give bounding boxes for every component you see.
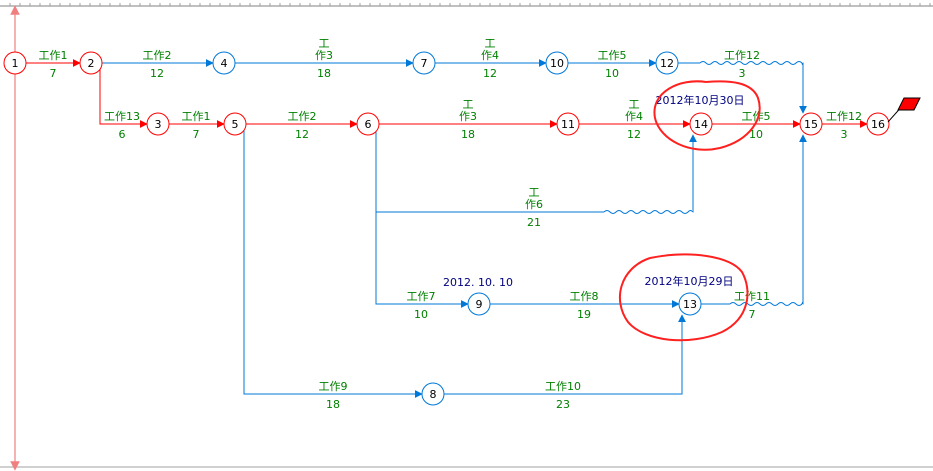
node-16[interactable]: 16 — [866, 112, 890, 136]
edge-name-label: 工作3 — [315, 37, 333, 62]
date-annotation: 2012年10月29日 — [645, 274, 734, 288]
node-13[interactable]: 13 — [678, 292, 702, 316]
node-number: 15 — [804, 118, 818, 131]
edge-duration-label: 6 — [119, 128, 126, 141]
edge-name-label: 工作12 — [826, 110, 862, 123]
edge-duration-label: 18 — [326, 398, 340, 411]
node-number: 10 — [550, 57, 564, 70]
edge-e6-14 — [375, 124, 697, 214]
edge-duration-label: 10 — [414, 308, 428, 321]
node-7[interactable]: 7 — [412, 51, 436, 75]
annotation-date-14: 2012年10月30日 — [653, 80, 761, 151]
node-number: 11 — [561, 118, 575, 131]
edge-duration-label: 12 — [627, 128, 641, 141]
edge-duration-label: 21 — [527, 216, 541, 229]
node-6[interactable]: 6 — [356, 112, 380, 136]
edge-name-label: 工作6 — [525, 186, 543, 211]
edge-duration-label: 7 — [749, 308, 756, 321]
free-float-wave — [699, 61, 804, 65]
node-number: 9 — [476, 298, 483, 311]
edge-duration-label: 18 — [317, 67, 331, 80]
hand-drawn-circle — [653, 80, 761, 151]
node-12[interactable]: 12 — [655, 51, 679, 75]
node-number: 14 — [694, 118, 708, 131]
node-number: 3 — [155, 118, 162, 131]
edge-duration-label: 19 — [577, 308, 591, 321]
labels-layer: 工作1 7 工作2 12 工作3 18 工作4 12 工作5 10 工作12 3 工作13 6 工作1 7 工作… — [39, 37, 863, 411]
edge-duration-label: 7 — [193, 128, 200, 141]
edge-name-label: 工作4 — [625, 98, 643, 123]
node-8[interactable]: 8 — [421, 382, 445, 406]
node-number: 2 — [88, 57, 95, 70]
edge-name-label: 工作2 — [288, 110, 317, 123]
edges-layer — [26, 59, 868, 398]
edge-e6-9 — [375, 212, 469, 308]
annotation-date-13: 2012年10月29日 — [619, 253, 749, 342]
edge-name-label: 工作2 — [143, 49, 172, 62]
annotation-date-9: 2012. 10. 10 — [443, 276, 513, 289]
edge-duration-label: 12 — [295, 128, 309, 141]
hand-drawn-circle — [619, 253, 749, 342]
edge-name-label: 工作10 — [545, 380, 581, 393]
node-number: 5 — [232, 118, 239, 131]
node-1[interactable]: 1 — [3, 51, 27, 75]
edge-duration-label: 23 — [556, 398, 570, 411]
edge-name-label: 工作1 — [182, 110, 211, 123]
node-2[interactable]: 2 — [79, 51, 103, 75]
edge-e13-15 — [701, 134, 807, 306]
node-number: 16 — [871, 118, 885, 131]
node-14[interactable]: 14 — [689, 112, 713, 136]
edge-duration-label: 3 — [841, 128, 848, 141]
edge-name-label: 工作9 — [319, 380, 348, 393]
node-15[interactable]: 15 — [799, 112, 823, 136]
node-11[interactable]: 11 — [556, 112, 580, 136]
edge-duration-label: 12 — [150, 67, 164, 80]
edge-name-label: 工作12 — [724, 49, 760, 62]
free-float-wave — [603, 210, 694, 214]
edge-duration-label: 3 — [739, 67, 746, 80]
node-3[interactable]: 3 — [146, 112, 170, 136]
edge-name-label: 工作8 — [570, 290, 599, 303]
edge-name-label: 工作7 — [407, 290, 436, 303]
node-number: 6 — [365, 118, 372, 131]
edge-duration-label: 7 — [50, 67, 57, 80]
node-number: 7 — [421, 57, 428, 70]
node-4[interactable]: 4 — [212, 51, 236, 75]
free-float-wave — [729, 302, 804, 306]
edge-duration-label: 10 — [605, 67, 619, 80]
edge-name-label: 工作1 — [39, 49, 68, 62]
edge-duration-label: 12 — [483, 67, 497, 80]
node-number: 13 — [683, 298, 697, 311]
node-number: 4 — [221, 57, 228, 70]
edge-name-label: 工作11 — [734, 290, 770, 303]
edge-name-label: 工作5 — [598, 49, 627, 62]
edge-e12-15 — [678, 61, 807, 114]
date-annotation: 2012. 10. 10 — [443, 276, 513, 289]
node-9[interactable]: 9 — [467, 292, 491, 316]
edge-name-label: 工作4 — [481, 37, 499, 62]
finish-flag-icon — [887, 97, 921, 123]
node-number: 12 — [660, 57, 674, 70]
annotations-layer: 2012年10月30日 2012. 10. 10 2012年10月29日 — [443, 80, 761, 342]
edge-name-label: 工作13 — [104, 110, 140, 123]
node-number: 8 — [430, 388, 437, 401]
node-5[interactable]: 5 — [223, 112, 247, 136]
edge-duration-label: 10 — [749, 128, 763, 141]
top-ruler-ticks — [9, 3, 931, 6]
node-number: 1 — [12, 57, 19, 70]
edge-duration-label: 18 — [461, 128, 475, 141]
edge-name-label: 工作5 — [742, 110, 771, 123]
node-10[interactable]: 10 — [545, 51, 569, 75]
date-annotation: 2012年10月30日 — [656, 93, 745, 107]
edge-e5-8 — [243, 124, 423, 398]
edge-name-label: 工作3 — [459, 98, 477, 123]
